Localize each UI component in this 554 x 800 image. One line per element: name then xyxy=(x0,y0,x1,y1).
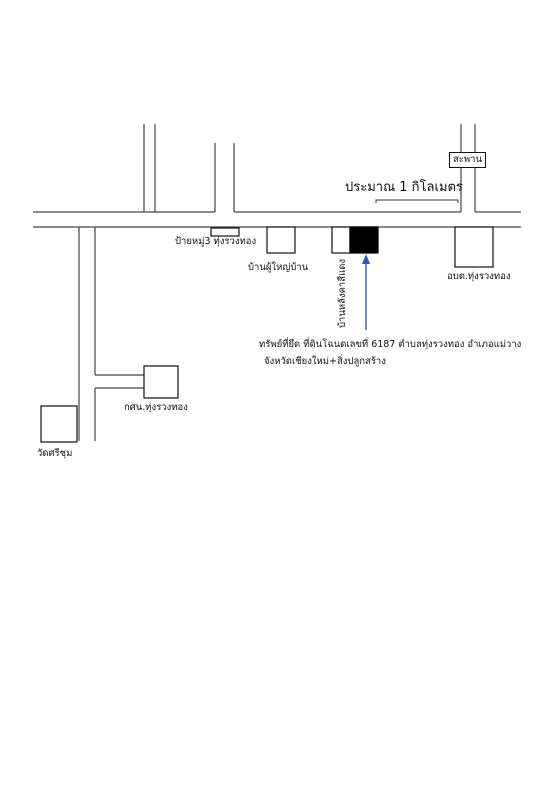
red-roof-house-marker xyxy=(331,226,351,254)
temple-label: วัดศรีชุม xyxy=(37,448,73,459)
property-description-line2: จังหวัดเชียงใหม่+สิ่งปลูกสร้าง xyxy=(264,356,386,367)
north-side-road-left xyxy=(143,124,156,212)
bridge-label: สะพาน xyxy=(449,152,486,168)
subdistrict-office-marker xyxy=(454,226,494,268)
property-arrow xyxy=(362,254,370,330)
subdistrict-office-label: อบต.ทุ่งรวงทอง xyxy=(447,271,511,282)
north-side-road-right xyxy=(460,124,476,212)
north-side-road-middle xyxy=(214,143,235,212)
seized-property-marker xyxy=(349,226,379,254)
main-road xyxy=(33,211,521,228)
property-description-line1: ทรัพย์ที่ยึด ที่ดินโฉนดเลขที่ 6187 ตำบลท… xyxy=(259,339,522,350)
nfe-center-label: กศน.ทุ่งรวงทอง xyxy=(124,402,188,413)
nfe-center-marker xyxy=(143,365,179,399)
temple-marker xyxy=(40,405,78,443)
distance-bracket xyxy=(375,199,459,203)
bus-stop-label: ป้ายหมู่3 ทุ่งรวงทอง xyxy=(175,236,257,247)
distance-label: ประมาณ 1 กิโลเมตร xyxy=(345,180,463,195)
south-side-road xyxy=(78,227,144,441)
bus-stop-marker xyxy=(210,227,240,237)
village-head-house-label: บ้านผู้ใหญ่บ้าน xyxy=(248,262,309,273)
village-head-house-marker xyxy=(266,226,296,254)
red-roof-house-label: บ้านหลังคาสีแดง xyxy=(337,258,348,328)
